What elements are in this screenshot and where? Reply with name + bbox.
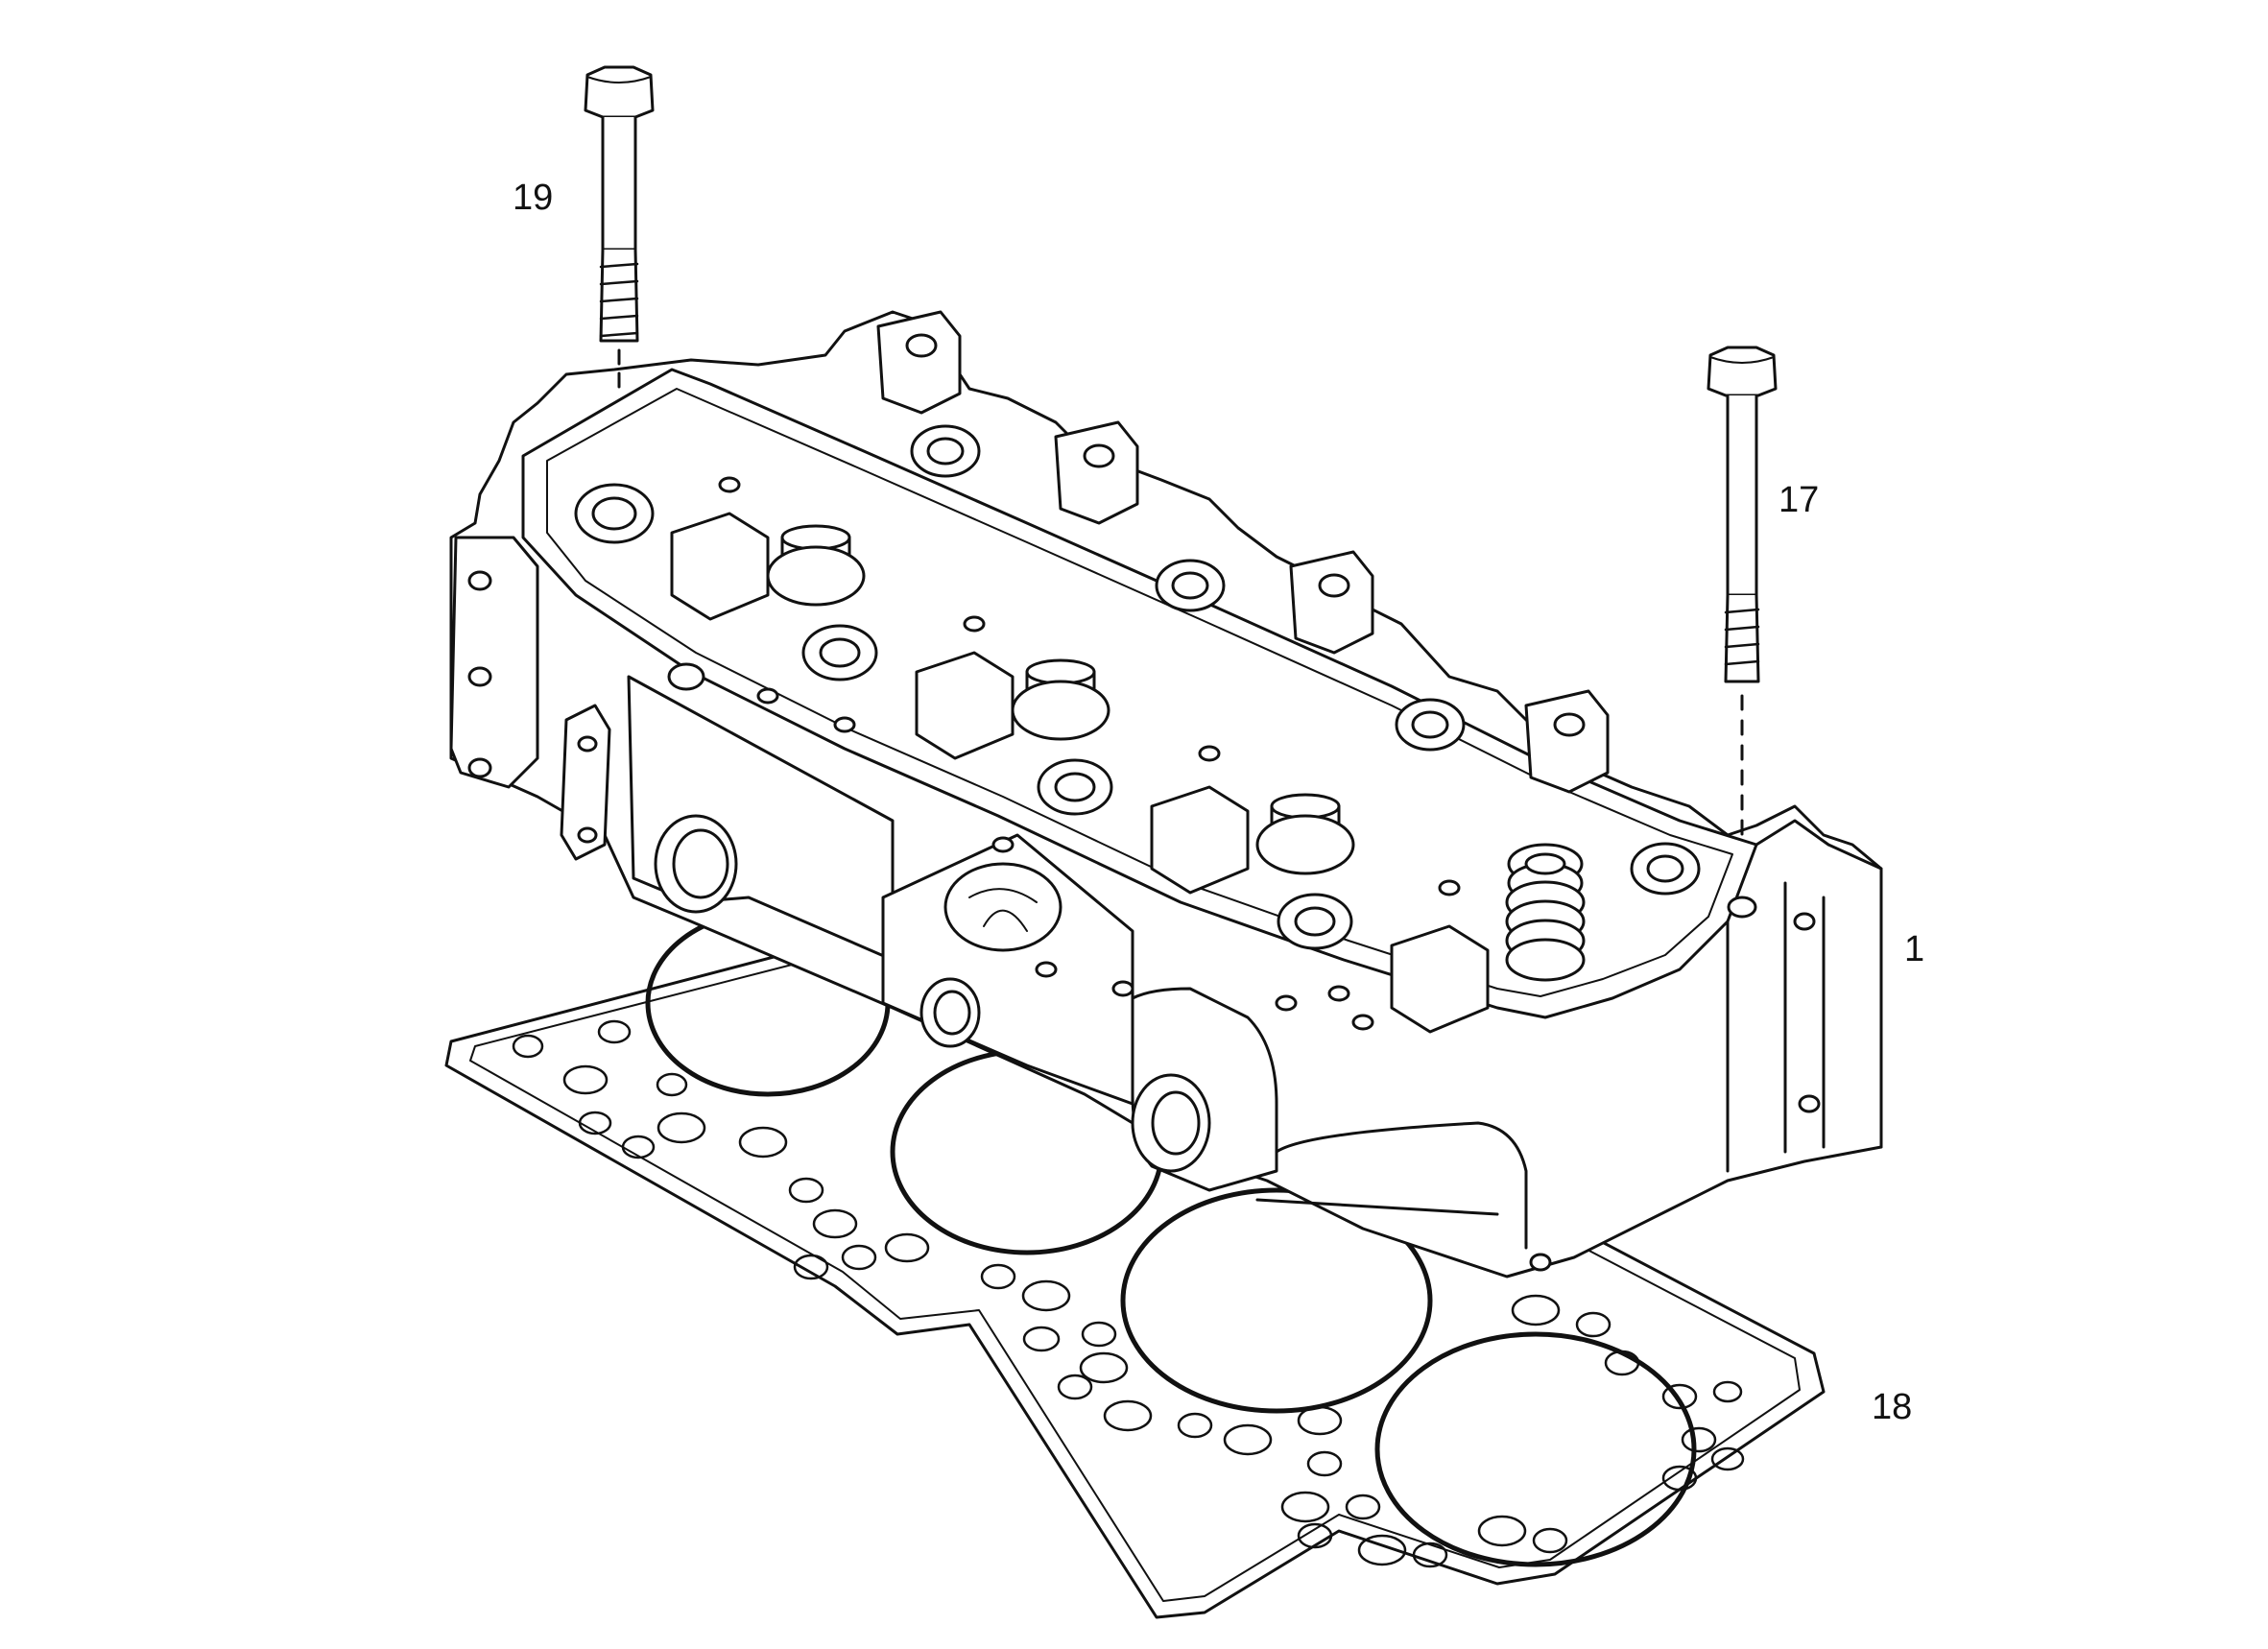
water-outlet: [945, 864, 1061, 950]
water-outlet-vanes: [969, 889, 1037, 931]
valve-cover-rim: [523, 370, 1756, 1017]
rail-holes: [669, 664, 1373, 1029]
port-center-inner: [935, 992, 969, 1034]
bolt-19-shank: [603, 117, 635, 250]
cylinder-head: [451, 312, 1881, 1277]
head-gasket: [446, 907, 1824, 1617]
callout-18: 18: [1872, 1387, 1913, 1427]
lower-skirt: [1257, 1123, 1526, 1248]
bolt-17-shank: [1728, 395, 1756, 595]
bolt-17-thread: [1726, 595, 1758, 681]
valve-spring: [1507, 845, 1584, 980]
cylinder-bore-4: [1377, 1334, 1694, 1565]
bolt-19: [585, 67, 653, 389]
bolt-17: [1708, 347, 1776, 845]
callout-17: 17: [1779, 480, 1820, 520]
valve-bosses: [576, 426, 1699, 948]
rocker-studs: [768, 526, 1353, 873]
left-end-bracket: [451, 538, 537, 787]
bolt-19-head: [585, 67, 653, 117]
injector-blocks: [672, 478, 1488, 1032]
bolt-17-head: [1708, 347, 1776, 395]
intake-side-face: [629, 677, 893, 960]
gasket-inner-edge: [470, 921, 1800, 1601]
cylinder-bore-3: [1123, 1190, 1430, 1411]
port-right-inner: [1153, 1092, 1199, 1154]
gasket-holes: [513, 1021, 1743, 1566]
rocker-pedestals-back: [878, 312, 1608, 792]
callout-1: 1: [1904, 929, 1925, 969]
port-left-inner: [674, 830, 728, 897]
right-end-face: [1728, 821, 1881, 1171]
gasket-outline: [446, 907, 1824, 1617]
callout-19: 19: [513, 178, 554, 218]
